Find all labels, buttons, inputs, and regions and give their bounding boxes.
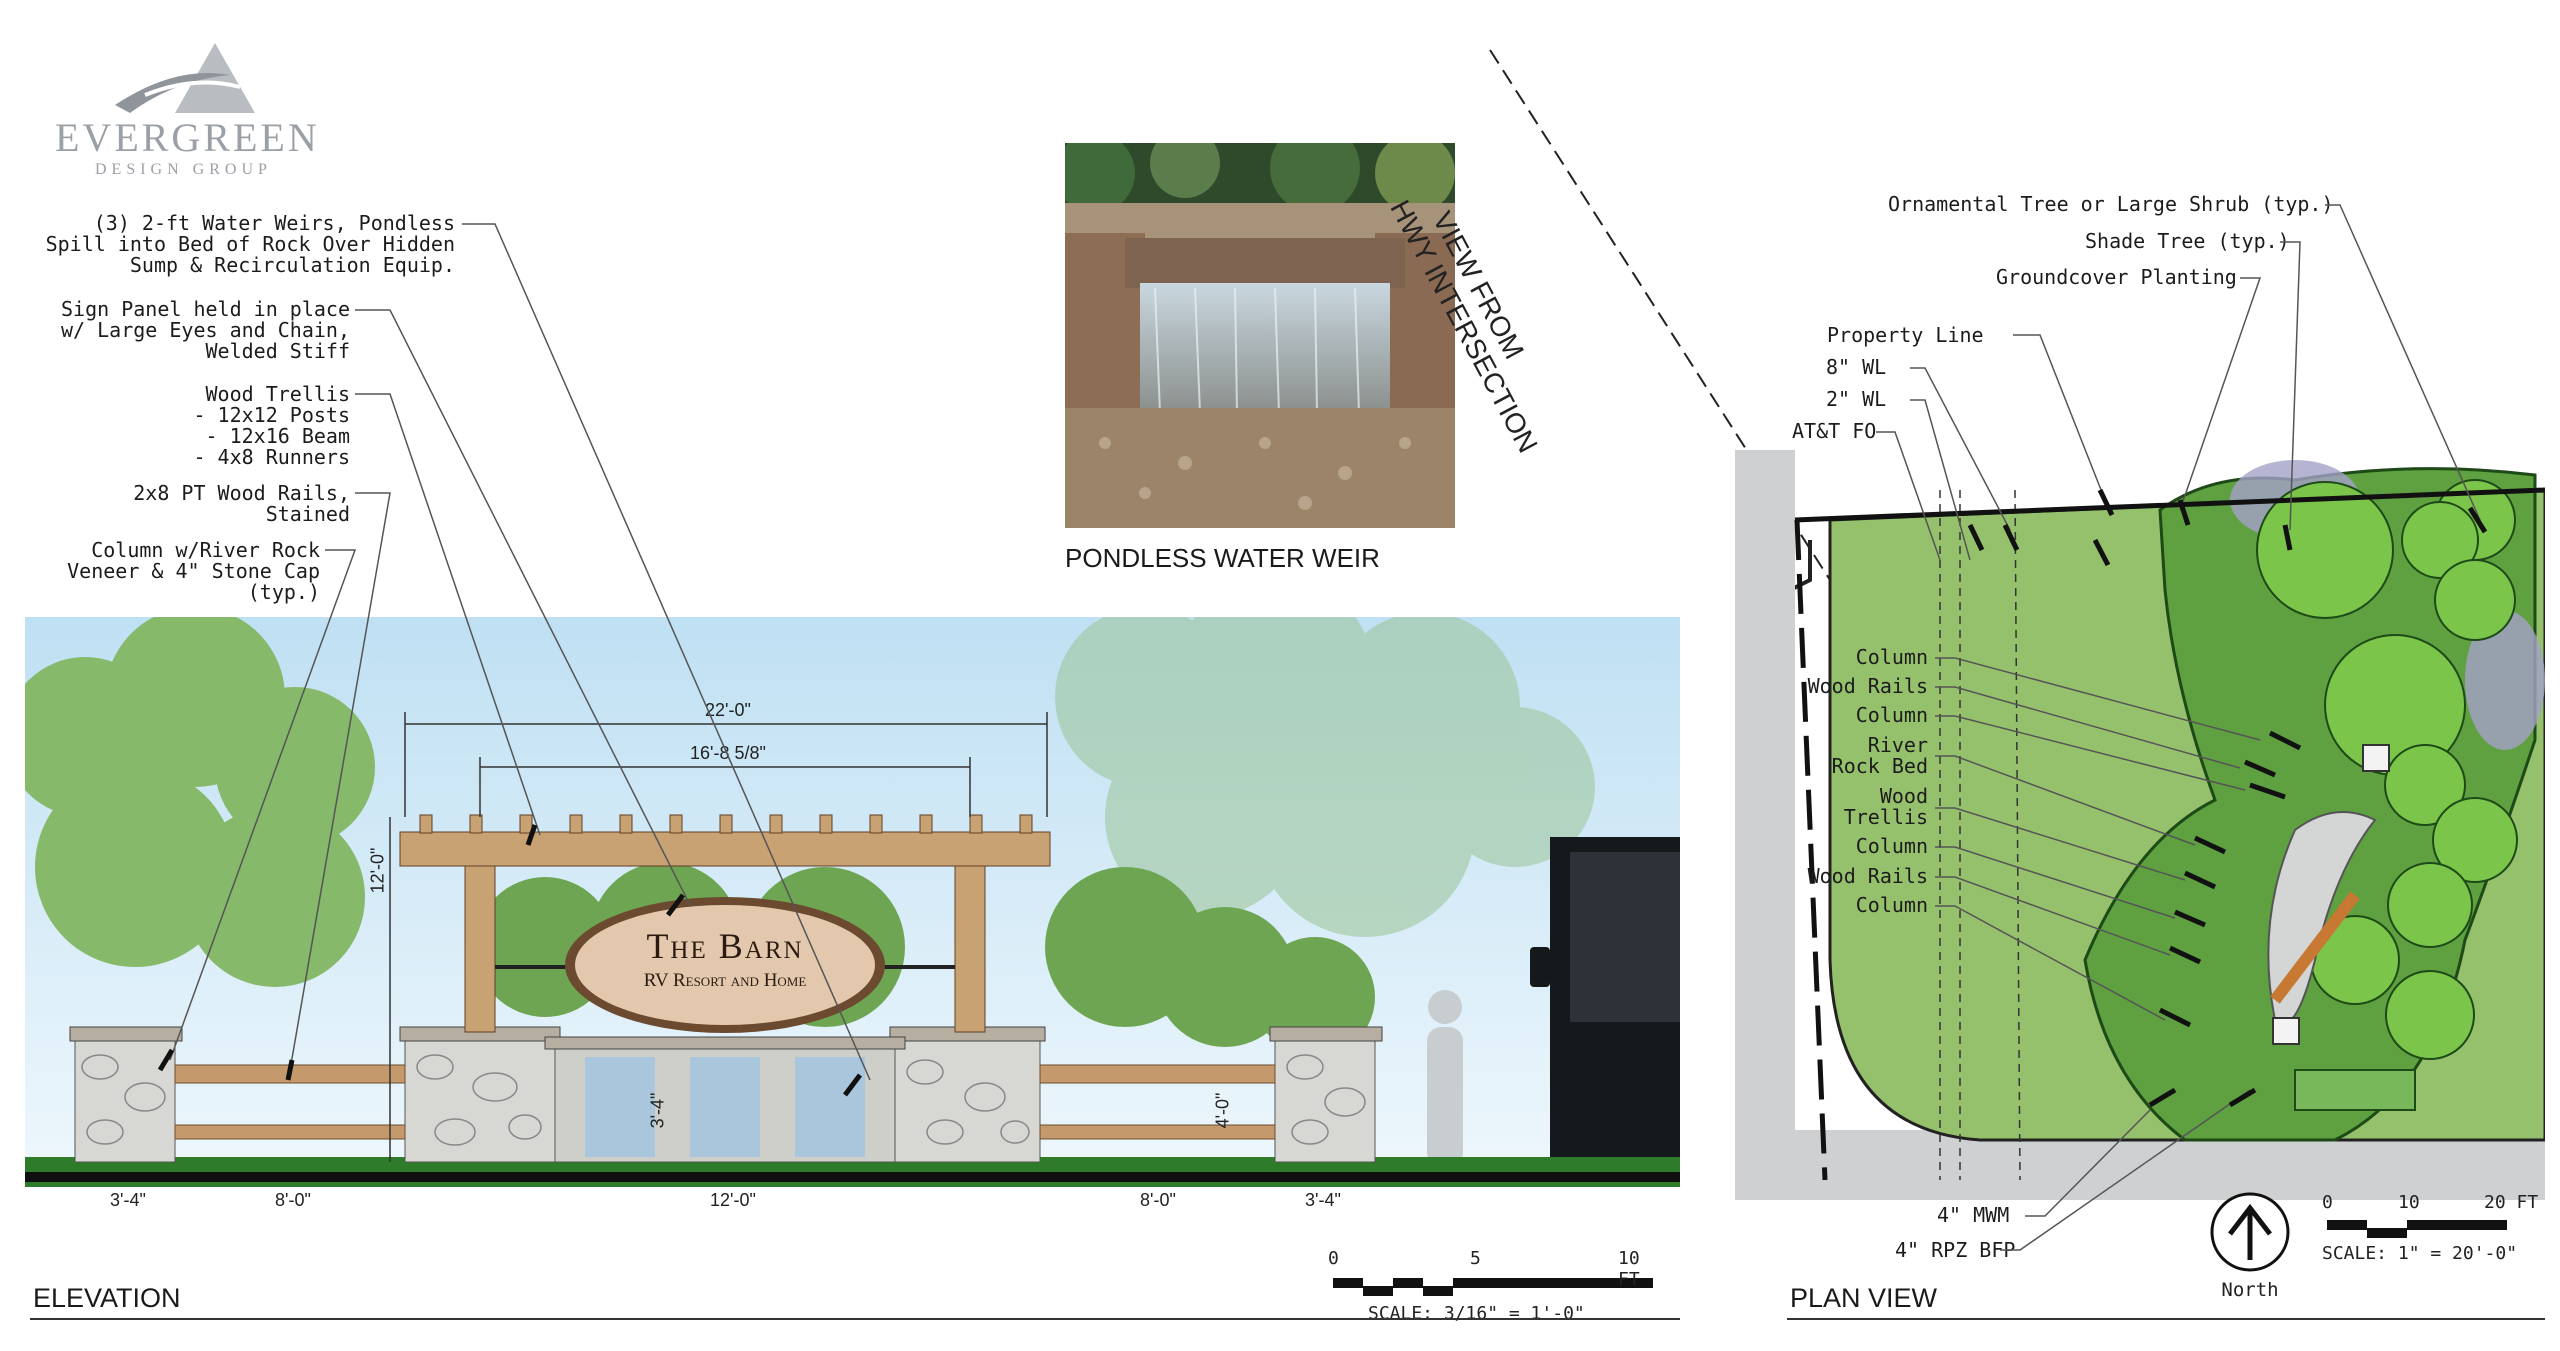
plan-note-shade-tree: Shade Tree (typ.) <box>2085 229 2290 253</box>
north-arrow-icon <box>2210 1192 2290 1272</box>
dim-top-16ft: 16'-8 5/8" <box>690 743 766 763</box>
dim-bottom-3: 12'-0" <box>710 1190 756 1210</box>
plan-note-ornamental-tree: Ornamental Tree or Large Shrub (typ.) <box>1888 192 2334 216</box>
photo-caption: PONDLESS WATER WEIR <box>1065 543 1380 573</box>
plan-title: PLAN VIEW <box>1790 1283 1938 1313</box>
north-label: North <box>2221 1279 2279 1301</box>
plan-scale-tick-10: 10 <box>2398 1192 2420 1213</box>
plan-scale-tick-0: 0 <box>2322 1192 2333 1213</box>
plan-note-att-fo: AT&T FO <box>1792 419 1877 443</box>
logo-name: EVERGREEN <box>55 115 320 160</box>
water-weir-photo <box>1065 143 1455 528</box>
note-water-weirs: (3) 2-ft Water Weirs, Pondless Spill int… <box>45 211 455 277</box>
plan-note-mwm: 4" MWM <box>1937 1203 2010 1227</box>
plan-scale-text: SCALE: 1" = 20'-0" <box>2322 1243 2518 1264</box>
plan-note-property-line: Property Line <box>1827 323 1984 347</box>
north-arrow: North <box>2208 1190 2292 1301</box>
note-wood-rails: 2x8 PT Wood Rails, Stained <box>133 481 350 526</box>
elev-scale-tick-10: 10 FT <box>1618 1248 1640 1290</box>
dim-bottom-4: 8'-0" <box>1140 1190 1176 1210</box>
dim-bottom-2: 8'-0" <box>275 1190 311 1210</box>
plan-scale-tick-20: 20 FT <box>2484 1192 2539 1213</box>
plan-drawing <box>1735 440 2547 1200</box>
plan-note-wood-trellis: Wood Trellis <box>1843 784 1928 829</box>
plan-note-rpz-bfp: 4" RPZ BFP <box>1895 1238 2016 1262</box>
logo-sub: DESIGN GROUP <box>95 161 272 178</box>
plan-note-wood-rails-2: Wood Rails <box>1807 864 1928 888</box>
elevation-title: ELEVATION <box>33 1283 181 1313</box>
logo: EVERGREEN DESIGN GROUP <box>55 35 320 185</box>
note-wood-trellis: Wood Trellis - 12x12 Posts - 12x16 Beam … <box>193 382 350 469</box>
dim-top-22ft: 22'-0" <box>705 700 751 720</box>
note-column: Column w/River Rock Veneer & 4" Stone Ca… <box>67 538 320 604</box>
dim-bottom-5: 3'-4" <box>1305 1190 1341 1210</box>
plan-note-column-3: Column <box>1855 834 1928 858</box>
plan-scale-bar: 0 10 20 FT SCALE: 1" = 20'-0" <box>2322 1192 2552 1264</box>
plan-note-river-rock: River Rock Bed <box>1831 733 1928 778</box>
plan-note-column-2: Column <box>1855 703 1928 727</box>
plan-note-column-4: Column <box>1855 893 1928 917</box>
plan-note-column-1: Column <box>1855 645 1928 669</box>
elevation-title-rule <box>30 1318 1680 1320</box>
plan-note-2in-wl: 2" WL <box>1826 387 1887 411</box>
plan-note-groundcover: Groundcover Planting <box>1996 265 2237 289</box>
plan-note-wood-rails-1: Wood Rails <box>1807 674 1928 698</box>
elev-scale-tick-0: 0 <box>1328 1248 1339 1269</box>
dim-bottom-1: 3'-4" <box>110 1190 146 1210</box>
plan-note-8in-wl: 8" WL <box>1826 355 1887 379</box>
sign-subtitle: RV Resort and Home <box>643 970 807 991</box>
logo-mark <box>115 43 255 113</box>
elev-scale-tick-5: 5 <box>1470 1248 1481 1269</box>
note-sign-panel: Sign Panel held in place w/ Large Eyes a… <box>61 297 350 363</box>
plan-title-rule <box>1787 1318 2545 1320</box>
sign-title: The Barn <box>646 926 804 966</box>
